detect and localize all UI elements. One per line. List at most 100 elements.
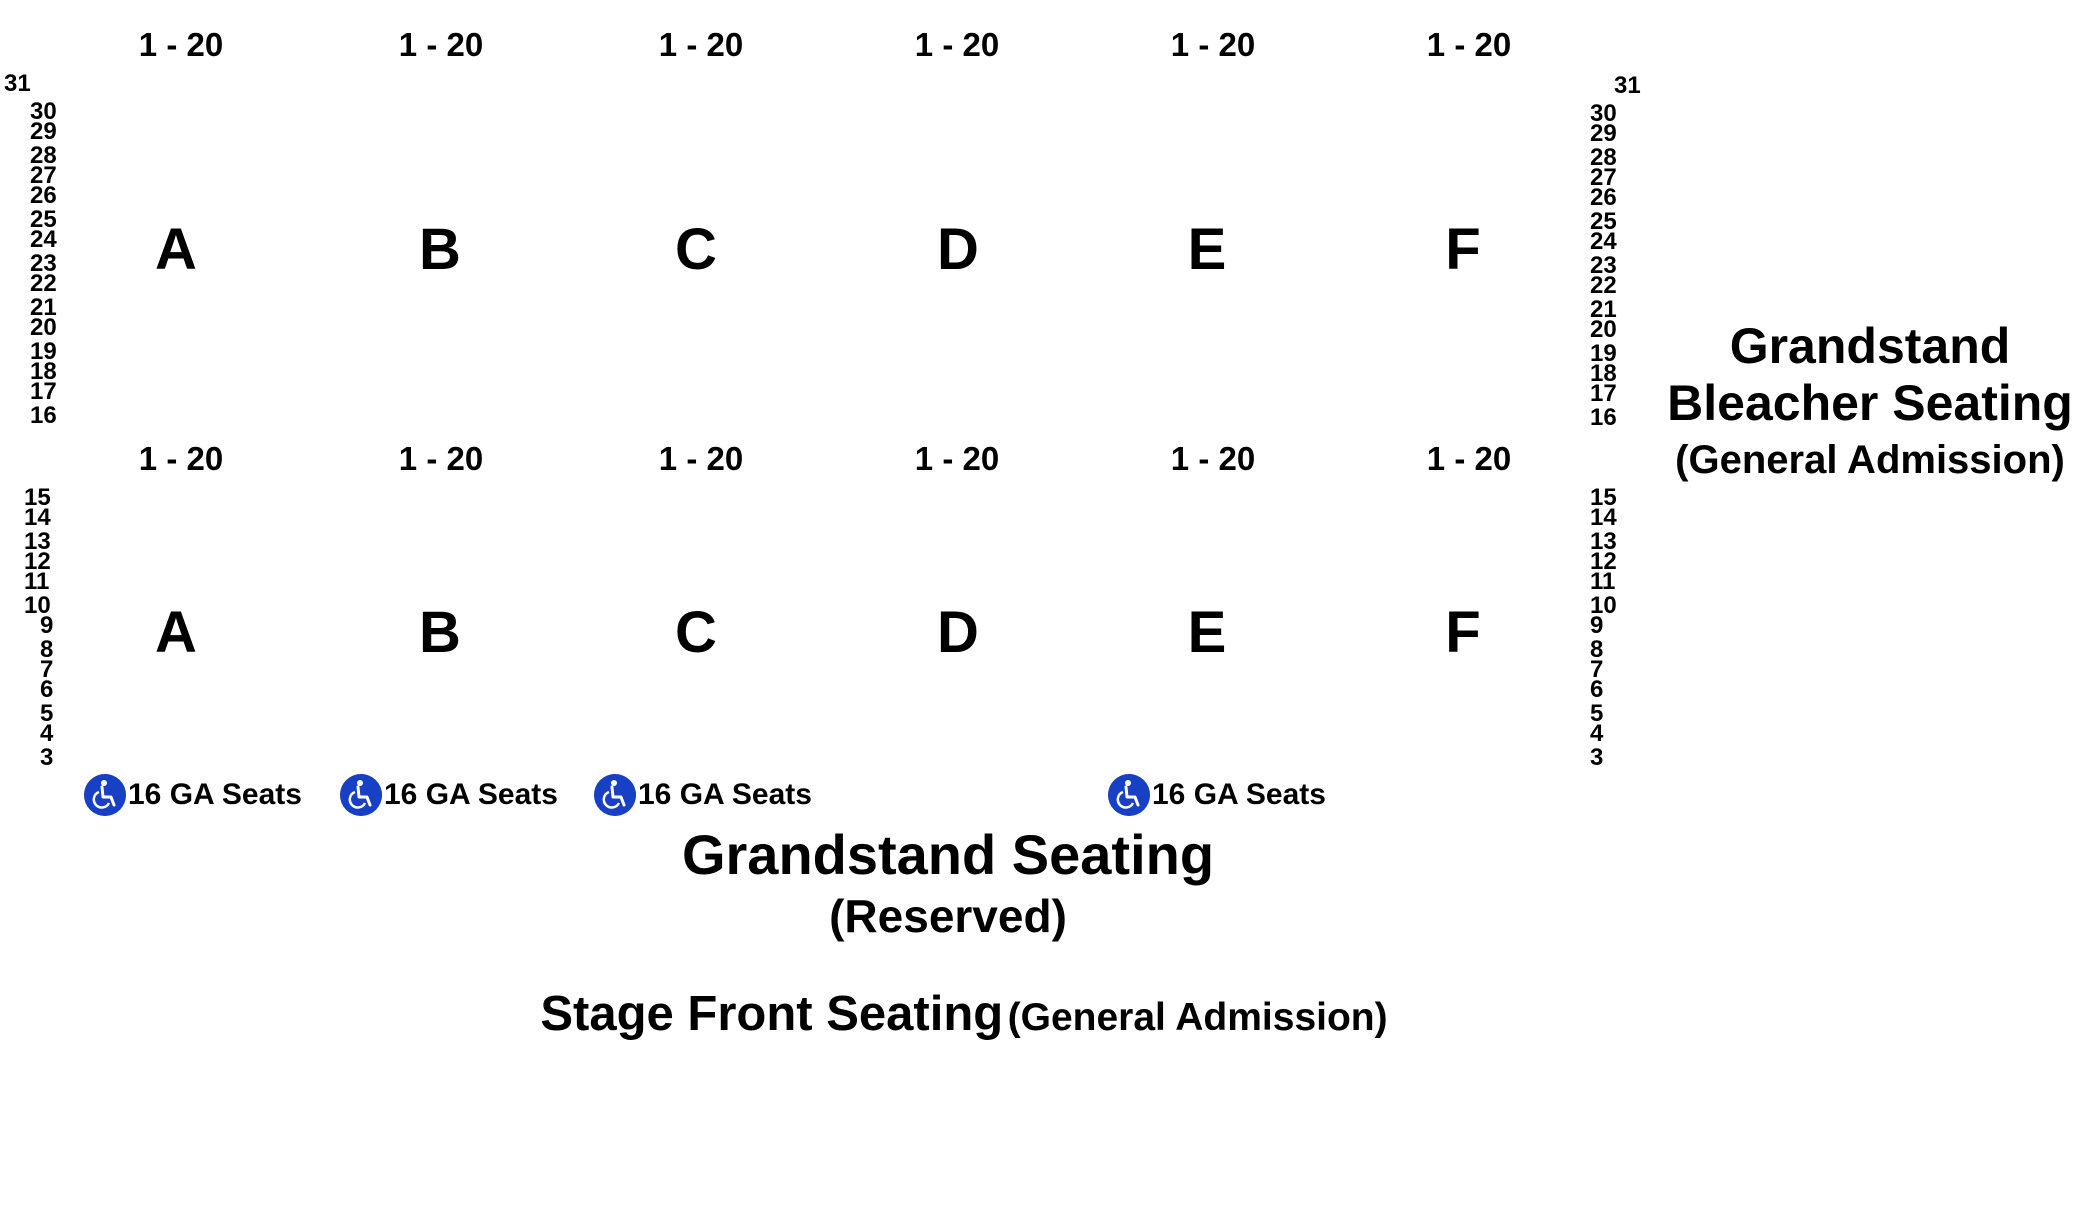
row-number: 14 (1590, 504, 1617, 531)
row-number: 10 (1590, 592, 1617, 619)
wheelchair-icon (84, 774, 126, 816)
grandstand-seating-section[interactable]: Grandstand Seating (Reserved) (682, 822, 1214, 943)
accessible-seating-label: 16 GA Seats (384, 778, 558, 811)
row-number: 20 (1590, 316, 1617, 343)
row-number: 9 (40, 612, 54, 639)
bleacher-title-line2: Bleacher Seating (1667, 375, 2073, 431)
stage-front-title: Stage Front Seating (540, 987, 1004, 1041)
lower-section-e[interactable]: E (1187, 600, 1227, 665)
row-number: 18 (30, 358, 57, 385)
row-number: 7 (40, 656, 54, 683)
upper-section-b-range: 1 - 20 (398, 26, 484, 63)
row-number: 15 (24, 484, 51, 511)
bleacher-subtitle: (General Admission) (1675, 438, 2065, 482)
upper-section-a-range: 1 - 20 (138, 26, 224, 63)
row-number: 26 (30, 182, 57, 209)
row-number: 27 (30, 162, 57, 189)
row-number: 30 (30, 98, 57, 125)
lower-section-c[interactable]: C (675, 600, 717, 665)
wheelchair-icon (594, 774, 636, 816)
row-number: 31 (1614, 72, 1641, 99)
row-number: 7 (1590, 656, 1604, 683)
accessible-seating-a[interactable]: 16 GA Seats (84, 774, 302, 816)
row-number: 8 (1590, 636, 1604, 663)
row-number: 31 (4, 70, 31, 97)
grandstand-title: Grandstand Seating (681, 823, 1215, 886)
stage-front-subtitle: (General Admission) (1007, 996, 1388, 1039)
upper-section-b[interactable]: B (419, 217, 461, 282)
row-number: 22 (1590, 272, 1617, 299)
row-number: 19 (30, 338, 57, 365)
row-number: 23 (30, 250, 57, 277)
upper-section-d-range: 1 - 20 (914, 26, 1000, 63)
bleacher-title-line1: Grandstand (1729, 318, 2011, 374)
row-number: 5 (1590, 700, 1604, 727)
row-number: 24 (30, 226, 57, 253)
accessible-seating-c[interactable]: 16 GA Seats (594, 774, 812, 816)
wheelchair-icon (1108, 774, 1150, 816)
accessible-seating-b[interactable]: 16 GA Seats (340, 774, 558, 816)
row-number: 17 (30, 378, 57, 405)
row-number: 29 (1590, 120, 1617, 147)
row-number: 13 (1590, 528, 1617, 555)
upper-section-f-range: 1 - 20 (1426, 26, 1512, 63)
accessible-seating-label: 16 GA Seats (638, 778, 812, 811)
lower-section-c-range: 1 - 20 (658, 440, 744, 477)
row-number: 15 (1590, 484, 1617, 511)
row-number: 18 (1590, 360, 1617, 387)
upper-section-f[interactable]: F (1445, 217, 1481, 282)
row-number: 13 (24, 528, 51, 555)
upper-section-e-range: 1 - 20 (1170, 26, 1256, 63)
row-number: 25 (30, 206, 57, 233)
row-number: 8 (40, 636, 54, 663)
row-number: 4 (1590, 720, 1604, 747)
row-number: 27 (1590, 164, 1617, 191)
lower-section-d-range: 1 - 20 (914, 440, 1000, 477)
row-number: 14 (24, 504, 51, 531)
grandstand-subtitle: (Reserved) (829, 890, 1067, 942)
row-number: 24 (1590, 228, 1617, 255)
upper-section-c-range: 1 - 20 (658, 26, 744, 63)
row-number: 12 (24, 548, 51, 575)
lower-section-d[interactable]: D (937, 600, 979, 665)
upper-section-d[interactable]: D (937, 217, 979, 282)
upper-section-a[interactable]: A (155, 217, 197, 282)
row-number: 9 (1590, 612, 1604, 639)
row-number: 19 (1590, 340, 1617, 367)
lower-section-f-range: 1 - 20 (1426, 440, 1512, 477)
lower-section-b[interactable]: B (419, 600, 461, 665)
lower-section-f[interactable]: F (1445, 600, 1481, 665)
row-number: 28 (30, 142, 57, 169)
row-number: 25 (1590, 208, 1617, 235)
accessible-seating-label: 16 GA Seats (128, 778, 302, 811)
row-number: 20 (30, 314, 57, 341)
row-number: 17 (1590, 380, 1617, 407)
row-number: 3 (40, 744, 54, 771)
lower-section-a-range: 1 - 20 (138, 440, 224, 477)
upper-section-e[interactable]: E (1187, 217, 1227, 282)
row-number: 22 (30, 270, 57, 297)
row-number: 11 (24, 568, 50, 595)
row-number: 11 (1590, 568, 1616, 595)
accessible-seating-e[interactable]: 16 GA Seats (1108, 774, 1326, 816)
bleacher-seating-section[interactable]: Grandstand Bleacher Seating (General Adm… (1667, 318, 2073, 489)
row-number: 30 (1590, 100, 1617, 127)
wheelchair-icon (340, 774, 382, 816)
lower-section-a[interactable]: A (155, 600, 197, 665)
row-number: 4 (40, 720, 54, 747)
row-number: 10 (24, 592, 51, 619)
row-number: 26 (1590, 184, 1617, 211)
lower-section-e-range: 1 - 20 (1170, 440, 1256, 477)
row-number: 21 (1590, 296, 1617, 323)
row-number: 6 (1590, 676, 1604, 703)
accessible-seating-label: 16 GA Seats (1152, 778, 1326, 811)
row-number: 16 (30, 402, 57, 429)
row-number: 28 (1590, 144, 1617, 171)
upper-section-c[interactable]: C (675, 217, 717, 282)
lower-section-b-range: 1 - 20 (398, 440, 484, 477)
row-number: 12 (1590, 548, 1617, 575)
row-number: 5 (40, 700, 54, 727)
row-number: 16 (1590, 404, 1617, 431)
row-number: 23 (1590, 252, 1617, 279)
stage-front-seating-section[interactable]: Stage Front Seating (General Admission) (540, 986, 1387, 1042)
